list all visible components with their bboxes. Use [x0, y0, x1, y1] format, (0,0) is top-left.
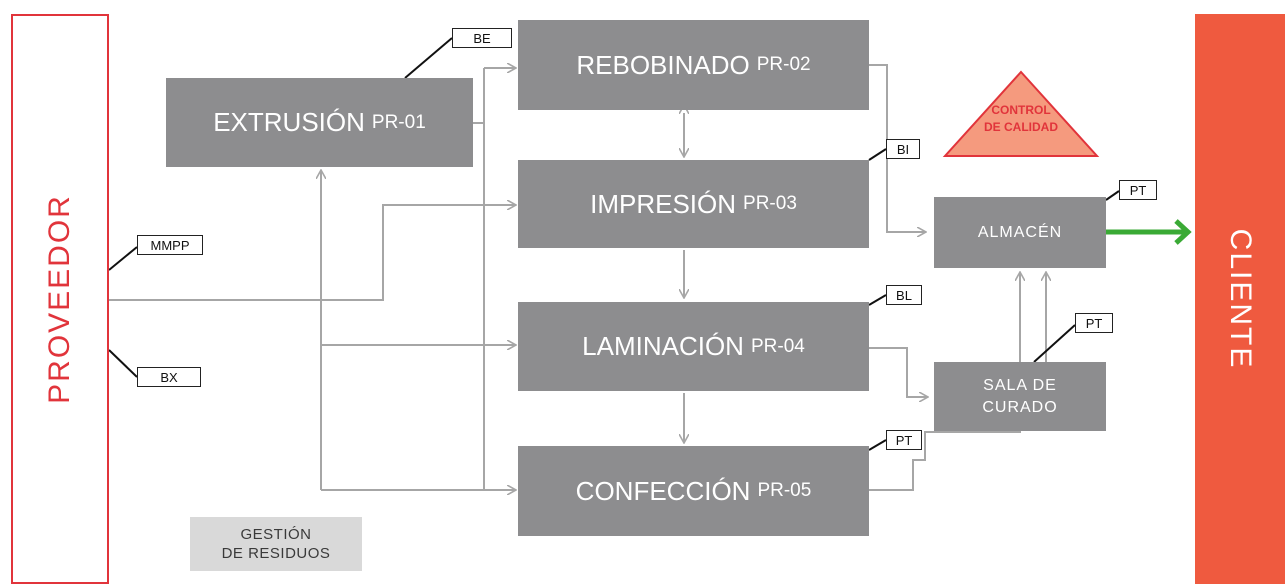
control-calidad-label: CONTROL DE CALIDAD [975, 102, 1067, 137]
tag-bi: BI [886, 139, 920, 159]
process-extrusion[interactable]: EXTRUSIÓN PR-01 [166, 78, 473, 167]
connector-laminacion-curado [869, 347, 928, 397]
process-code: PR-02 [756, 54, 811, 75]
leader-bi [868, 148, 887, 161]
cliente-box: CLIENTE [1195, 14, 1285, 584]
almacen-label: ALMACÉN [977, 223, 1063, 241]
control-line2: DE CALIDAD [984, 120, 1058, 135]
residuos-line1: GESTIÓN [240, 525, 312, 543]
process-confeccion[interactable]: CONFECCIÓN PR-05 [518, 446, 869, 536]
tag-bl: BL [886, 285, 922, 305]
leader-bl [868, 294, 887, 306]
tag-pt-curado: PT [1075, 313, 1113, 333]
tag-mmpp: MMPP [137, 235, 203, 255]
control-line1: CONTROL [991, 103, 1051, 117]
proveedor-box: PROVEEDOR [11, 14, 109, 584]
process-code: PR-04 [750, 335, 805, 357]
process-code: PR-01 [371, 111, 426, 133]
tag-be: BE [452, 28, 512, 48]
tag-bx: BX [137, 367, 201, 387]
proveedor-label: PROVEEDOR [43, 194, 76, 404]
process-name: CONFECCIÓN [575, 475, 751, 506]
process-code: PR-03 [743, 193, 797, 214]
process-name: EXTRUSIÓN [213, 107, 365, 137]
leader-bx [108, 349, 138, 378]
gestion-residuos-box[interactable]: GESTIÓN DE RESIDUOS [190, 517, 362, 571]
leader-mmpp [108, 246, 138, 271]
connector-proveedor-impresion [109, 205, 516, 301]
process-code: PR-05 [757, 480, 812, 501]
leader-pt-almacen [1105, 190, 1120, 201]
connector-confeccion-almacen [869, 272, 1020, 491]
process-name: IMPRESIÓN [590, 188, 737, 219]
leader-pt-confeccion [868, 439, 887, 451]
cliente-label: CLIENTE [1224, 228, 1257, 370]
sala-curado-box[interactable]: SALA DE CURADO [934, 362, 1106, 431]
control-calidad-triangle [942, 70, 1100, 157]
leader-be [404, 37, 453, 79]
arrow-almacen-cliente-head [1174, 219, 1192, 245]
process-name: LAMINACIÓN [582, 331, 744, 361]
residuos-line2: DE RESIDUOS [221, 545, 331, 562]
process-impresion[interactable]: IMPRESIÓN PR-03 [518, 160, 869, 248]
tag-pt-confeccion: PT [886, 430, 922, 450]
leader-pt-curado [1033, 324, 1076, 363]
sala-curado-line1: SALA DE [983, 376, 1057, 394]
process-name: REBOBINADO [576, 49, 750, 80]
process-rebobinado[interactable]: REBOBINADO PR-02 [518, 20, 869, 110]
process-laminacion[interactable]: LAMINACIÓN PR-04 [518, 302, 869, 391]
sala-curado-line2: CURADO [982, 398, 1058, 416]
almacen-box[interactable]: ALMACÉN [934, 197, 1106, 268]
tag-pt-almacen: PT [1119, 180, 1157, 200]
